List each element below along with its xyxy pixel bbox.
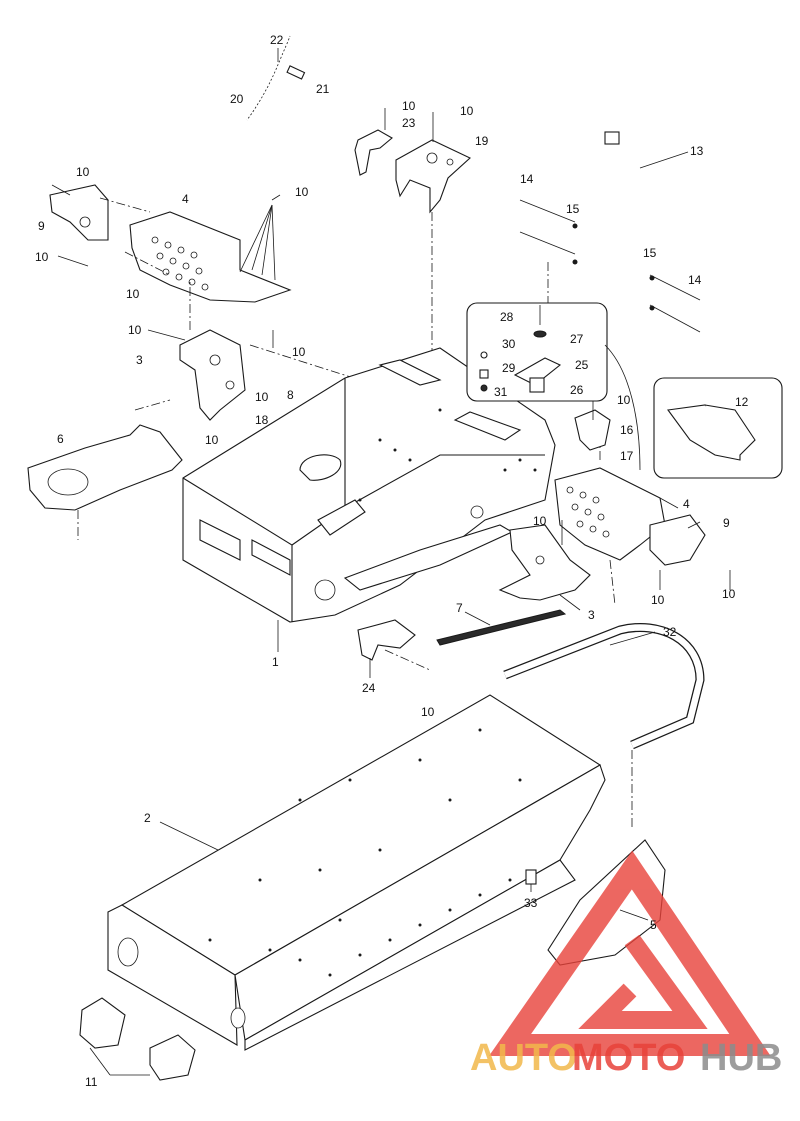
watermark-text: AUTO MOTO HUB <box>470 1037 782 1079</box>
label-16: 16 <box>620 423 634 437</box>
footrest-left-holes <box>151 236 209 291</box>
footrest-left-4 <box>49 184 292 303</box>
label-23: 23 <box>402 116 416 130</box>
label-1: 1 <box>272 655 279 669</box>
bolts-14-15 <box>519 199 701 333</box>
chassis-rivets <box>358 408 537 502</box>
label-26: 26 <box>570 383 584 397</box>
label-10: 10 <box>533 514 547 528</box>
watermark-logo <box>488 850 771 1056</box>
cable-part-20 <box>246 35 291 121</box>
label-19: 19 <box>475 134 489 148</box>
chassis-1 <box>182 347 556 652</box>
label-3: 3 <box>136 353 143 367</box>
cable-assembly <box>246 35 306 121</box>
watermark-text-hub: HUB <box>700 1037 782 1079</box>
label-29: 29 <box>502 361 516 375</box>
label-10: 10 <box>35 250 49 264</box>
label-10: 10 <box>76 165 90 179</box>
rail-7 <box>436 609 567 646</box>
label-10: 10 <box>617 393 631 407</box>
label-12: 12 <box>735 395 749 409</box>
label-25: 25 <box>575 358 589 372</box>
label-9: 9 <box>38 219 45 233</box>
label-14: 14 <box>520 172 534 186</box>
label-30: 30 <box>502 337 516 351</box>
cable-core <box>246 35 291 121</box>
label-10: 10 <box>295 185 309 199</box>
grab-bar-32 <box>503 622 705 830</box>
parts-16-17 <box>574 400 611 451</box>
part-labels: 22 21 20 10 23 10 19 13 10 9 4 10 14 15 … <box>35 33 749 1089</box>
label-27: 27 <box>570 332 584 346</box>
label-18: 18 <box>255 413 269 427</box>
bolt-33 <box>525 869 537 892</box>
tunnel-rivets <box>208 728 522 977</box>
tunnel-2 <box>107 694 606 1051</box>
label-10: 10 <box>460 104 474 118</box>
inset-detail-fasteners <box>466 302 641 471</box>
label-14: 14 <box>688 273 702 287</box>
label-31: 31 <box>494 385 508 399</box>
inset-detail-12 <box>653 377 783 479</box>
label-10: 10 <box>205 433 219 447</box>
cable-end-21 <box>286 65 306 80</box>
label-15: 15 <box>566 202 580 216</box>
label-17: 17 <box>620 449 634 463</box>
bracket-24 <box>357 619 431 678</box>
watermark-text-moto: MOTO <box>572 1037 685 1079</box>
label-10: 10 <box>402 99 416 113</box>
label-10: 10 <box>722 587 736 601</box>
label-10: 10 <box>292 345 306 359</box>
label-21: 21 <box>316 82 330 96</box>
label-13: 13 <box>690 144 704 158</box>
bracket-right-3 <box>498 524 591 611</box>
label-5: 5 <box>650 918 657 932</box>
label-9: 9 <box>723 516 730 530</box>
plates-11 <box>79 997 196 1081</box>
label-33: 33 <box>524 896 538 910</box>
label-3: 3 <box>588 608 595 622</box>
label-11: 11 <box>85 1075 98 1089</box>
label-10: 10 <box>255 390 269 404</box>
watermark-text-auto: AUTO <box>470 1037 577 1079</box>
bracket-left-3 <box>147 280 361 421</box>
watermark-triangle <box>488 850 771 1056</box>
label-4: 4 <box>182 192 189 206</box>
roll-bar-13 <box>542 131 689 331</box>
label-22: 22 <box>270 33 284 47</box>
label-10: 10 <box>421 705 435 719</box>
label-10: 10 <box>128 323 142 337</box>
bracket-23 <box>354 108 393 176</box>
label-2: 2 <box>144 811 151 825</box>
label-10: 10 <box>126 287 140 301</box>
label-15: 15 <box>643 246 657 260</box>
bracket-19 <box>395 112 471 420</box>
label-20: 20 <box>230 92 244 106</box>
footrest-right-holes <box>566 486 610 538</box>
label-4: 4 <box>683 497 690 511</box>
label-10: 10 <box>651 593 665 607</box>
label-24: 24 <box>362 681 376 695</box>
shield-6 <box>27 399 183 540</box>
label-32: 32 <box>663 625 677 639</box>
label-6: 6 <box>57 432 64 446</box>
label-8: 8 <box>287 388 294 402</box>
label-7: 7 <box>456 601 463 615</box>
label-28: 28 <box>500 310 514 324</box>
footrest-right-4 <box>554 420 731 606</box>
